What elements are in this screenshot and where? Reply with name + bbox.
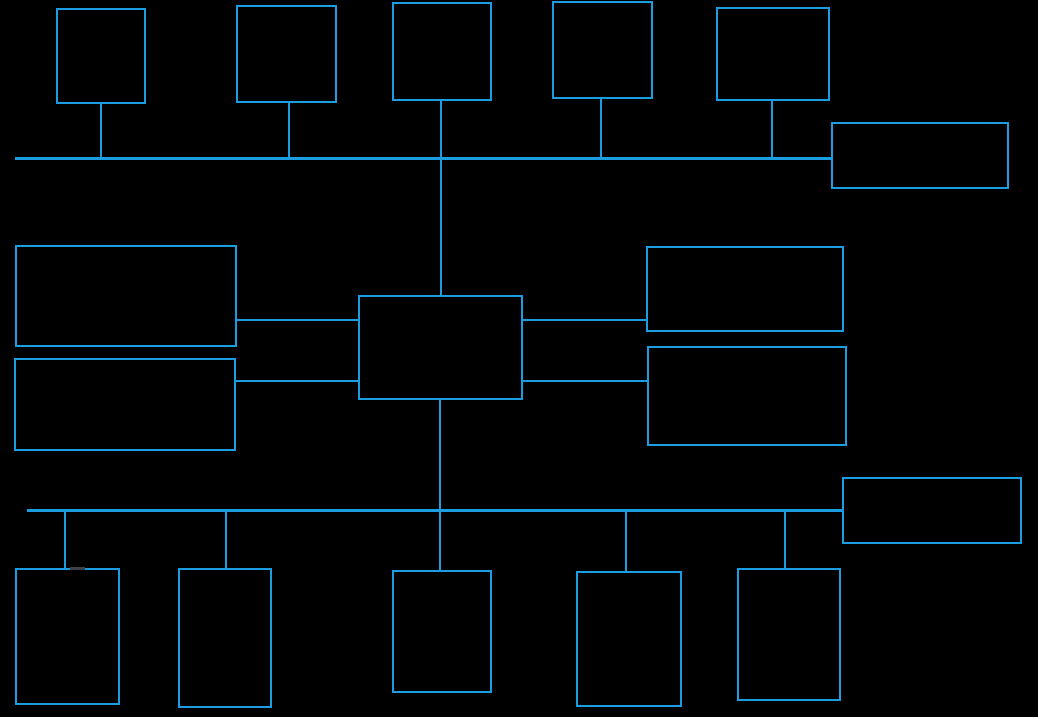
node-device-top-4 bbox=[552, 1, 653, 99]
line-drop-bottom-2 bbox=[225, 512, 227, 568]
node-block-right-lower bbox=[647, 346, 847, 446]
line-drop-top-1 bbox=[100, 104, 102, 160]
line-drop-bottom-4 bbox=[625, 512, 627, 571]
line-drop-bottom-5 bbox=[784, 512, 786, 568]
node-device-bottom-3 bbox=[392, 570, 492, 693]
node-device-bottom-5 bbox=[737, 568, 841, 701]
line-drop-top-3-to-hub bbox=[440, 101, 442, 297]
node-block-left-upper bbox=[15, 245, 237, 347]
node-device-top-1 bbox=[56, 8, 146, 104]
node-device-top-3 bbox=[392, 2, 492, 101]
node-device-bottom-2 bbox=[178, 568, 272, 708]
node-device-top-5 bbox=[716, 7, 830, 101]
node-terminator-lower bbox=[842, 477, 1022, 544]
line-drop-bottom-1 bbox=[64, 512, 66, 568]
line-bus-upper bbox=[15, 157, 831, 160]
line-drop-top-4 bbox=[600, 99, 602, 160]
line-bus-lower bbox=[27, 509, 842, 512]
line-left-upper-to-hub bbox=[237, 319, 358, 321]
line-hub-to-bottom-3 bbox=[439, 400, 441, 570]
line-hub-to-right-upper bbox=[523, 319, 646, 321]
node-block-right-upper bbox=[646, 246, 844, 332]
line-left-lower-to-hub bbox=[236, 380, 358, 382]
line-drop-top-2 bbox=[288, 103, 290, 160]
node-device-top-2 bbox=[236, 5, 337, 103]
grey-notch-device-bottom-1 bbox=[70, 567, 85, 570]
node-device-bottom-4 bbox=[576, 571, 682, 707]
line-hub-to-right-lower bbox=[523, 380, 647, 382]
line-drop-top-5 bbox=[771, 101, 773, 160]
node-hub-center bbox=[358, 295, 523, 400]
node-device-bottom-1 bbox=[15, 568, 120, 705]
node-terminator-upper bbox=[831, 122, 1009, 189]
node-block-left-lower bbox=[14, 358, 236, 451]
